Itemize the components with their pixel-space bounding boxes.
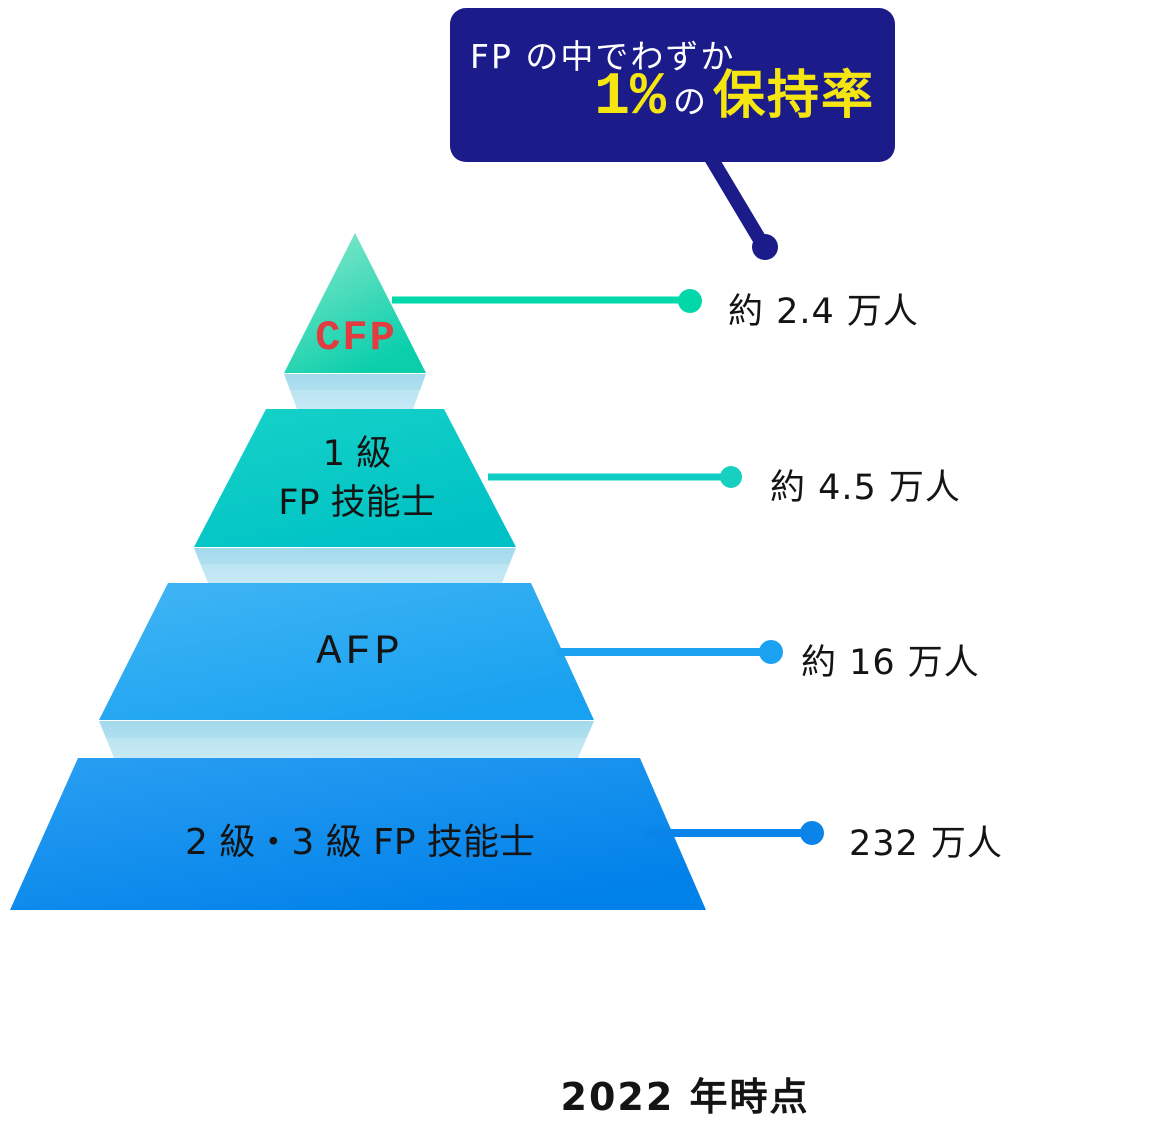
callout-pointer-dot — [752, 234, 778, 260]
leader-dot-cfp — [678, 289, 702, 313]
callout-pointer-line — [704, 151, 767, 247]
tier-cfp-reflection — [284, 374, 426, 409]
callout-highlight: 保持率 — [712, 66, 875, 126]
tier-cfp-shape — [284, 233, 426, 373]
tier-fp23-shape — [10, 758, 706, 910]
tier-cfp-label: CFP — [315, 314, 397, 362]
leader-dot-fp1 — [720, 466, 742, 488]
tier-fp1-shape — [194, 409, 516, 547]
callout-bubble: FP の中でわずか 1% の 保持率 — [450, 8, 895, 162]
tier-fp1-label: 1 級 FP 技能士 — [257, 430, 457, 528]
tier-afp-reflection — [99, 721, 594, 758]
tier-afp-shape — [99, 583, 594, 720]
value-label-fp23: 232 万人 — [849, 824, 1003, 864]
callout-particle: の — [672, 82, 706, 121]
tier-fp1-label-line1: 1 級 — [322, 434, 392, 474]
tier-afp-label: AFP — [316, 628, 404, 676]
tier-fp1-reflection — [194, 548, 516, 583]
tier-fp23-label: 2 級・3 級 FP 技能士 — [185, 822, 535, 863]
callout-text-line2: 1% の 保持率 — [594, 68, 875, 128]
value-label-afp: 約 16 万人 — [801, 643, 980, 683]
footnote-year: 2022 年時点 — [560, 1075, 810, 1119]
callout-percent: 1% — [593, 64, 666, 132]
leader-dot-afp — [759, 640, 783, 664]
value-label-cfp: 約 2.4 万人 — [728, 292, 919, 332]
value-label-fp1: 約 4.5 万人 — [770, 468, 961, 508]
callout-text-line1: FP の中でわずか — [470, 37, 736, 76]
tier-fp1-label-line2: FP 技能士 — [278, 483, 436, 523]
leader-dot-fp23 — [800, 821, 824, 845]
